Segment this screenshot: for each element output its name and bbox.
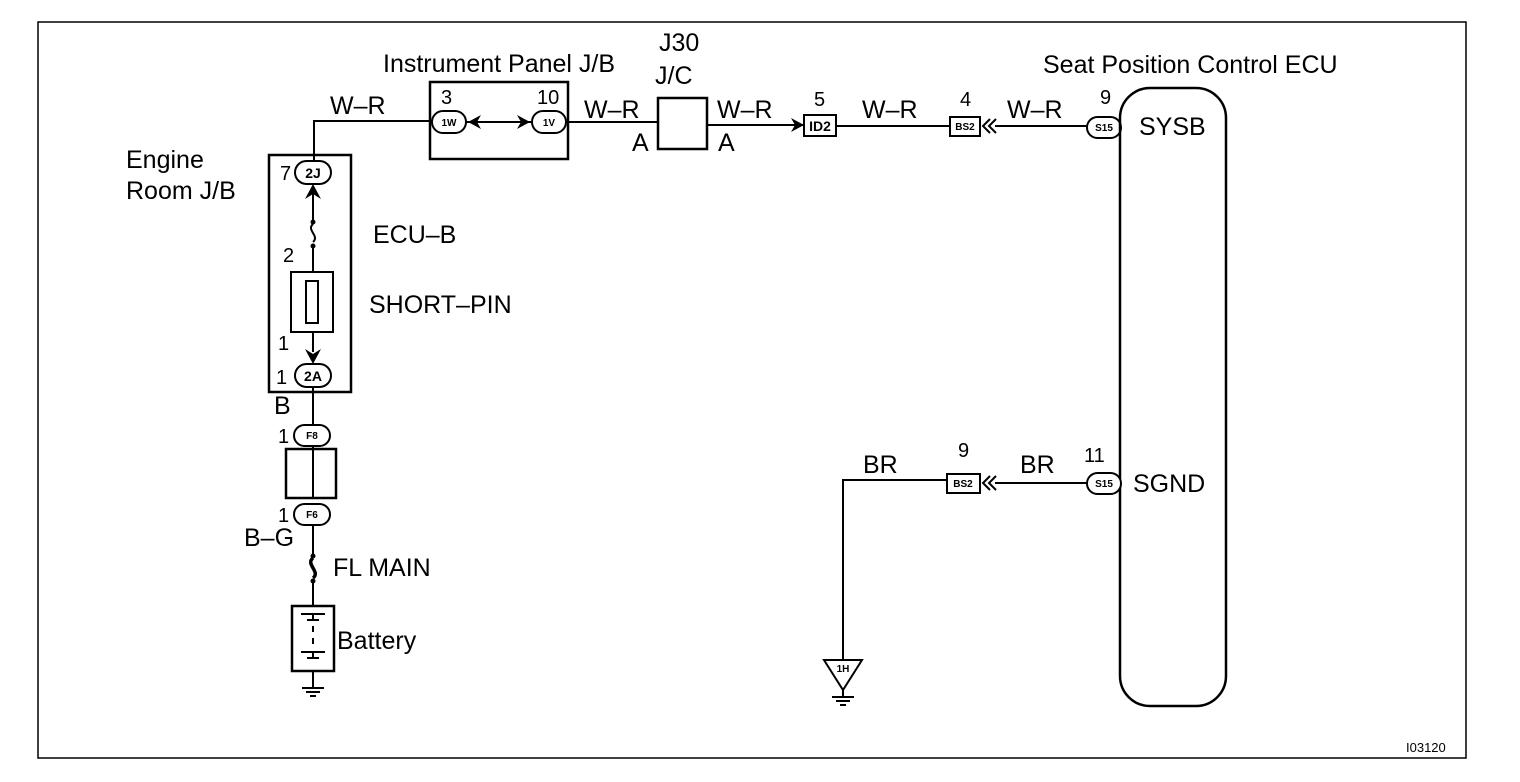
pin-fuse-1: 1: [278, 333, 289, 355]
short-pin-label: SHORT–PIN: [369, 291, 512, 319]
fusible-link-block: [284, 447, 338, 500]
fl-main-label: FL MAIN: [333, 554, 431, 582]
connector-bs2-bottom: [946, 473, 981, 494]
pin-ipjb-3: 3: [441, 87, 452, 109]
wire-label-wr-4: W–R: [862, 96, 918, 124]
connector-1w-label: 1W: [442, 118, 458, 129]
wire-wr-erjb-to-ipjb: [313, 120, 432, 165]
connector-bs2-bottom-label: BS2: [953, 479, 973, 490]
fuse-ecub-node-top: [310, 219, 316, 225]
wire-label-br-1: BR: [1020, 451, 1055, 479]
pin-bs2-4: 4: [960, 89, 971, 111]
arrow-id2: [791, 118, 804, 132]
connector-bs2-top-label: BS2: [955, 122, 975, 133]
ecu-title: Seat Position Control ECU: [1043, 51, 1338, 79]
pin-s15-11: 11: [1084, 445, 1105, 467]
chevron-bs2-bottom-a: [981, 475, 991, 491]
connector-f6-label: F6: [306, 510, 318, 521]
wire-label-wr-2: W–R: [584, 96, 640, 124]
connector-2a-label: 2A: [304, 368, 322, 384]
jc-side-left: A: [632, 129, 649, 157]
wire-label-b: B: [274, 392, 291, 420]
jc-name-label: J/C: [655, 62, 693, 90]
pin-fuse-2: 2: [283, 245, 294, 267]
connector-bs2-top: [949, 116, 981, 137]
fl-main-fuse-symbol: [309, 556, 317, 580]
connector-s15-top-label: S15: [1095, 123, 1113, 134]
pin-erjb-7: 7: [280, 163, 291, 185]
pin-erjb-1: 1: [276, 367, 287, 389]
short-pin-inner: [305, 280, 319, 324]
pin-id2-5: 5: [814, 89, 825, 111]
engine-room-jb-label-1: Engine: [126, 146, 204, 174]
jc-side-right: A: [718, 129, 735, 157]
diagram-frame: [37, 21, 1467, 759]
wire-label-br-2: BR: [863, 451, 898, 479]
instrument-panel-jb-label: Instrument Panel J/B: [383, 50, 615, 78]
jc-code-label: J30: [659, 29, 699, 57]
figure-code: I03120: [1406, 740, 1446, 755]
pin-f8-1: 1: [278, 426, 289, 448]
connector-2j-label: 2J: [305, 165, 321, 181]
arrow-2a: [305, 349, 321, 364]
wire-label-wr-1: W–R: [330, 92, 386, 120]
connector-id2-label: ID2: [809, 118, 831, 134]
engine-room-jb-label-2: Room J/B: [126, 177, 236, 205]
connector-1v-label: 1V: [543, 118, 556, 129]
ground-point-1h: [822, 659, 864, 692]
arrow-1w: [468, 115, 481, 129]
fuse-ecub-symbol: [310, 223, 316, 243]
fuse-ecub-label: ECU–B: [373, 221, 456, 249]
pin-f6-1: 1: [278, 505, 289, 527]
wire-label-wr-3: W–R: [717, 96, 773, 124]
wire-label-bg: B–G: [244, 524, 294, 552]
arrow-2j: [305, 184, 321, 199]
junction-connector-j30: [656, 96, 709, 151]
pin-ipjb-10: 10: [537, 87, 559, 109]
ecu-terminal-sysb: SYSB: [1139, 113, 1206, 141]
pin-s15-9: 9: [1100, 87, 1111, 109]
instrument-panel-jb-box: [428, 80, 570, 161]
seat-position-control-ecu: [1118, 86, 1228, 708]
ecu-terminal-sgnd: SGND: [1133, 470, 1205, 498]
ground-point-1h-label: 1H: [837, 664, 850, 675]
chevron-bs2-top-a: [981, 118, 991, 134]
connector-f8-label: F8: [306, 431, 318, 442]
wire-br-bs2-to-ground: [842, 479, 947, 660]
pin-bs2-9: 9: [958, 440, 969, 462]
connector-s15-bottom-label: S15: [1095, 479, 1113, 490]
arrow-1v: [517, 115, 530, 129]
chevron-bs2-top-b: [987, 118, 997, 134]
chevron-bs2-bottom-b: [987, 475, 997, 491]
engine-room-jb-box: [267, 153, 353, 394]
wire-label-wr-5: W–R: [1007, 96, 1063, 124]
battery-label: Battery: [337, 627, 417, 655]
